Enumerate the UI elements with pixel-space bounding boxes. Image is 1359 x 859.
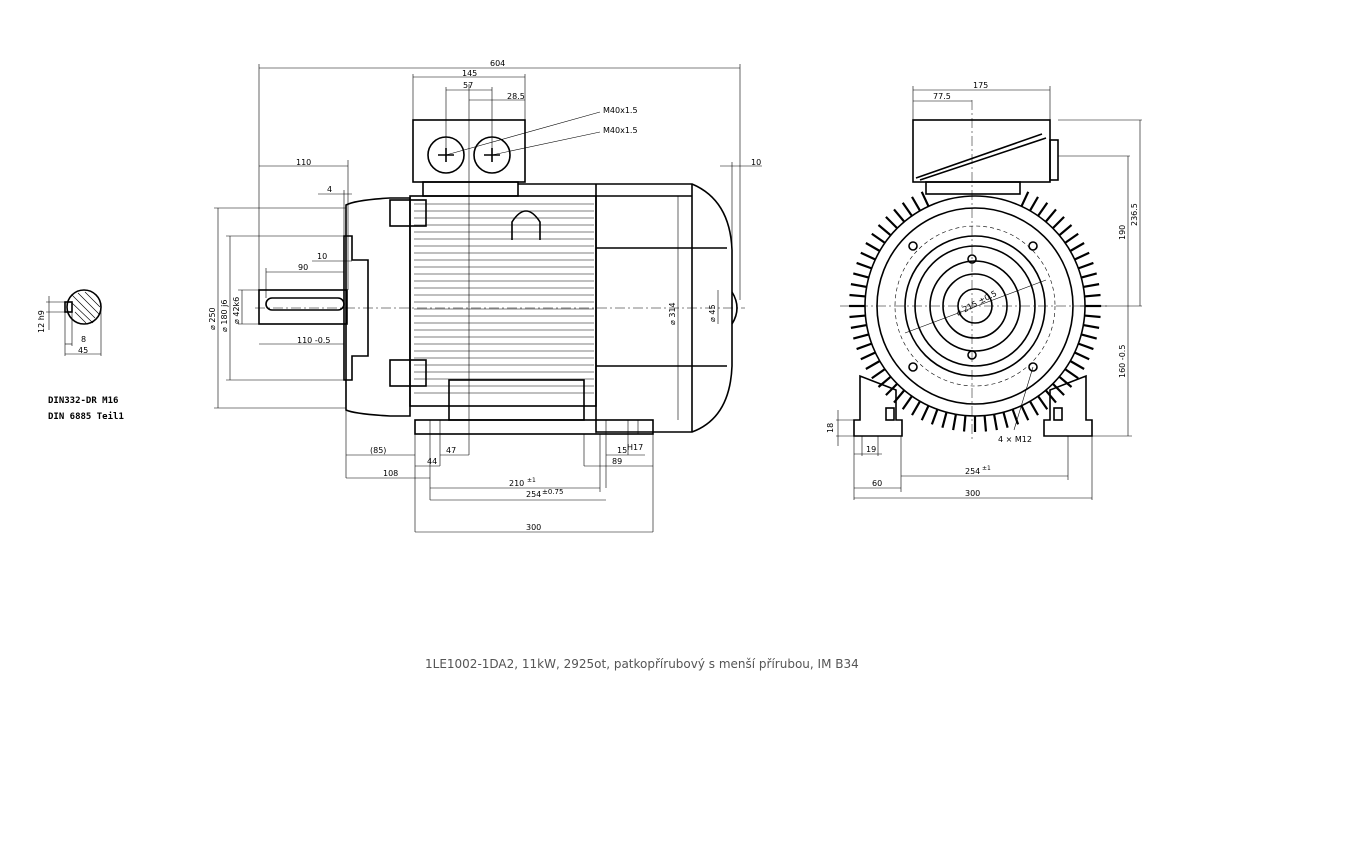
side-view: 604 145 57 28.5 M40x1.5 M40x1.5 110 4 90… [208,59,762,533]
key-height-label: 12 h9 [37,310,46,333]
dim-254-end-tol: ±1 [982,465,991,472]
key-width-label: 8 [81,335,86,344]
dim-210-tol: ±1 [527,477,536,484]
standard-din332: DIN332-DR M16 [48,396,118,406]
dim-254-end: 254 [965,467,980,476]
dim-10: 10 [317,252,327,261]
shaft-section-detail: 12 h9 8 45 DIN332-DR M16 DIN 6885 Teil1 [37,289,124,422]
dim-dia-314: ⌀ 314 [668,302,677,325]
dim-604: 604 [490,59,505,68]
dim-89: 89 [612,457,622,466]
dim-44: 44 [427,457,437,466]
dim-47: 47 [446,446,456,455]
standard-din6885: DIN 6885 Teil1 [48,411,124,422]
dim-160: 160 -0.5 [1118,345,1127,378]
dim-77-5: 77.5 [933,92,951,101]
dim-254-tol: ±0.75 [542,488,563,496]
dim-28-5: 28.5 [507,92,525,101]
dim-210: 210 [509,479,524,488]
dim-19: 19 [866,445,876,454]
gland-label-2: M40x1.5 [603,126,638,135]
dim-18: 18 [826,423,835,433]
dim-dia-180: ⌀ 180 j6 [220,300,229,332]
dim-236-5: 236.5 [1130,203,1139,226]
end-view: 175 77.5 236.5 190 160 -0.5 ⌀ 215 ±0.5 4… [826,81,1142,500]
dim-60: 60 [872,479,882,488]
dim-h17: H17 [627,443,643,452]
dim-85: (85) [370,446,386,455]
shaft-half-label: 45 [78,346,88,355]
dim-300: 300 [526,523,541,532]
dim-dia-42: ⌀ 42k6 [232,297,241,324]
dim-110: 110 [296,158,311,167]
bolt-holes [908,241,1038,372]
dim-dia-250: ⌀ 250 [208,307,217,330]
bolt-spec: 4 × M12 [998,435,1032,444]
dim-108: 108 [383,469,398,478]
drawing-caption: 1LE1002-1DA2, 11kW, 2925ot, patkopřírubo… [425,657,859,671]
dim-110-tol: 110 -0.5 [297,336,330,345]
dim-4: 4 [327,185,332,194]
dim-90: 90 [298,263,308,272]
dim-145: 145 [462,69,477,78]
dim-300-end: 300 [965,489,980,498]
dim-57: 57 [463,81,473,90]
gland-label-1: M40x1.5 [603,106,638,115]
dim-190: 190 [1118,225,1127,240]
dim-15: 15 [617,446,627,455]
dim-rear-10: 10 [751,158,761,167]
dim-175: 175 [973,81,988,90]
dim-254: 254 [526,490,541,499]
dim-dia-45: ⌀ 45 [708,304,717,322]
